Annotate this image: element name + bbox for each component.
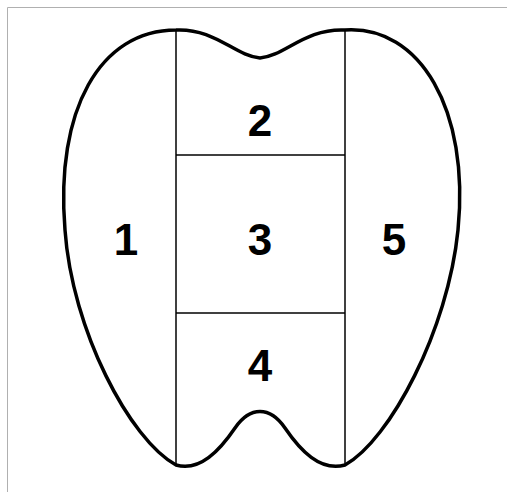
zone-divider xyxy=(176,154,345,156)
callout-number: 4 xyxy=(248,344,272,388)
zone-divider xyxy=(176,312,345,314)
tooth-outline xyxy=(64,30,460,467)
callout-number: 5 xyxy=(382,218,406,262)
frame-line xyxy=(7,8,8,492)
frame-line xyxy=(8,7,507,8)
zone-divider xyxy=(344,30,346,465)
callout-number: 1 xyxy=(114,218,138,262)
callout-number: 3 xyxy=(248,218,272,262)
zone-divider xyxy=(175,30,177,465)
callout-number: 2 xyxy=(248,99,272,143)
